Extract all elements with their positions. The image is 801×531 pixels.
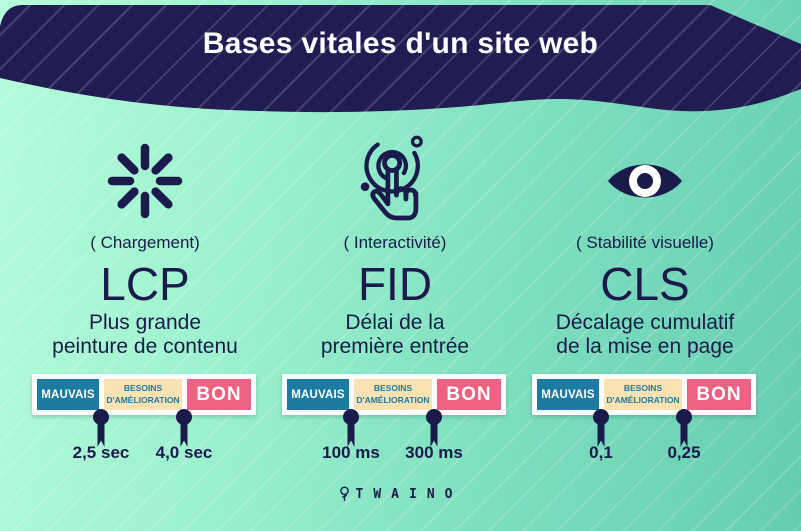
tap-interaction-icon [270, 130, 520, 232]
bad-segment: MAUVAIS [37, 379, 99, 410]
metric-description-line1: Délai de la [345, 311, 445, 335]
good-segment: BON [187, 379, 251, 410]
metric-description-line2: peinture de contenu [52, 335, 238, 359]
threshold-marker-icon [425, 409, 444, 447]
metrics-row: ( Chargement) LCP Plus grande peinture d… [20, 130, 770, 359]
metric-abbr: LCP [100, 258, 190, 310]
metric-description-line2: de la mise en page [556, 335, 734, 359]
footer: TWAINO [0, 486, 801, 502]
category-label: ( Interactivité) [343, 233, 447, 252]
needs-improvement-segment: BESOINS D'AMÉLIORATION [354, 379, 432, 410]
bad-segment: MAUVAIS [287, 379, 349, 410]
metric-description-line1: Plus grande [88, 311, 202, 335]
metric-column-cls: ( Stabilité visuelle) CLS Décalage cumul… [520, 130, 770, 359]
cls-threshold-scale: MAUVAIS BESOINS D'AMÉLIORATION BON 0,1 0… [532, 374, 756, 462]
lcp-threshold-scale: MAUVAIS BESOINS D'AMÉLIORATION BON 2,5 s… [32, 374, 256, 462]
threshold-marker-icon [592, 409, 611, 447]
threshold-marker-icon [342, 409, 361, 447]
metric-description-line1: Décalage cumulatif [555, 311, 735, 335]
tree-logo-icon [339, 486, 349, 501]
metric-column-fid: ( Interactivité) FID Délai de la premièr… [270, 130, 520, 359]
threshold-value: 0,1 [589, 443, 613, 462]
page-title: Bases vitales d'un site web [202, 27, 599, 60]
bad-segment: MAUVAIS [537, 379, 599, 410]
header-wave-shape [0, 5, 801, 113]
fid-threshold-scale: MAUVAIS BESOINS D'AMÉLIORATION BON 100 m… [282, 374, 506, 462]
loading-spinner-icon [20, 130, 270, 232]
needs-improvement-line1: BESOINS [623, 383, 663, 394]
threshold-value: 100 ms [322, 443, 380, 462]
threshold-value: 0,25 [667, 443, 701, 462]
needs-improvement-line2: D'AMÉLIORATION [356, 394, 430, 405]
threshold-marker-icon [175, 409, 194, 447]
metric-abbr: FID [357, 258, 433, 310]
eye-icon [520, 130, 770, 232]
metric-description-line2: première entrée [320, 335, 470, 359]
category-label: ( Chargement) [90, 233, 200, 252]
needs-improvement-segment: BESOINS D'AMÉLIORATION [604, 379, 682, 410]
needs-improvement-line1: BESOINS [123, 383, 163, 394]
needs-improvement-segment: BESOINS D'AMÉLIORATION [104, 379, 182, 410]
needs-improvement-line2: D'AMÉLIORATION [106, 394, 180, 405]
threshold-value: 300 ms [405, 443, 463, 462]
brand-name: TWAINO [355, 486, 463, 502]
threshold-value: 4,0 sec [155, 443, 213, 462]
metric-abbr: CLS [600, 258, 690, 310]
scale-segments: MAUVAIS BESOINS D'AMÉLIORATION BON [537, 379, 751, 410]
good-segment: BON [687, 379, 751, 410]
threshold-value: 2,5 sec [72, 443, 130, 462]
threshold-marker-icon [675, 409, 694, 447]
needs-improvement-line2: D'AMÉLIORATION [606, 394, 680, 405]
needs-improvement-line1: BESOINS [373, 383, 413, 394]
good-segment: BON [437, 379, 501, 410]
category-label: ( Stabilité visuelle) [576, 233, 714, 252]
scale-segments: MAUVAIS BESOINS D'AMÉLIORATION BON [37, 379, 251, 410]
threshold-marker-icon [92, 409, 111, 447]
metric-column-lcp: ( Chargement) LCP Plus grande peinture d… [20, 130, 270, 359]
scale-segments: MAUVAIS BESOINS D'AMÉLIORATION BON [287, 379, 501, 410]
